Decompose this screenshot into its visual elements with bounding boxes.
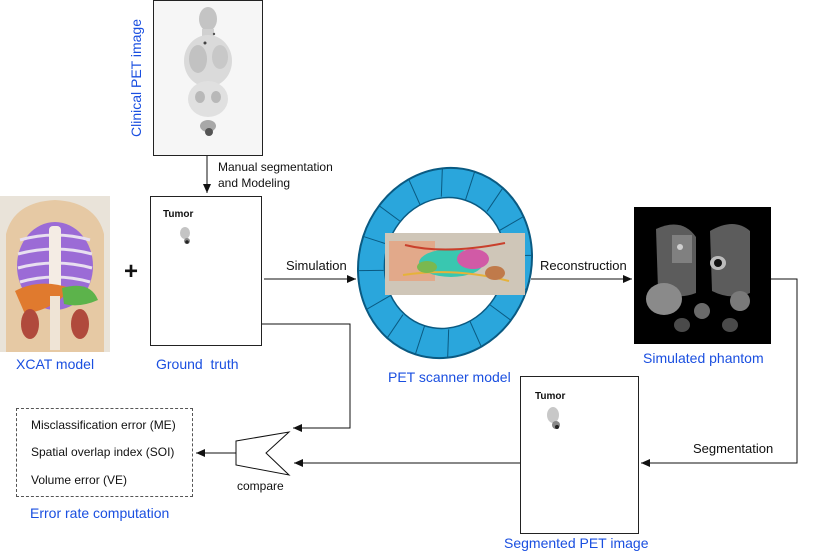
xcat-torso [0, 196, 110, 352]
compare-symbol [235, 431, 291, 476]
segmented-pet-label: Segmented PET image [504, 535, 649, 551]
error-metrics-box: Misclassification error (ME) Spatial ove… [16, 408, 193, 497]
pet-body-silhouette [184, 7, 232, 136]
ground-truth-label: Ground truth [156, 356, 239, 372]
xcat-model-image [0, 196, 110, 352]
metric-item-1: Spatial overlap index (SOI) [31, 445, 175, 459]
modeling-label: and Modeling [218, 176, 291, 190]
arrow-ground-to-compare [262, 323, 351, 432]
ground-truth-tumor-label: Tumor [163, 209, 194, 220]
manual-seg-label: Manual segmentation [218, 160, 333, 174]
simulated-phantom-image [634, 207, 771, 344]
ground-truth-box: Tumor [150, 196, 262, 346]
segmented-tumor-label: Tumor [535, 391, 566, 402]
phantom-slice [646, 224, 750, 332]
pet-scanner-model [356, 166, 534, 360]
error-rate-label: Error rate computation [30, 505, 170, 521]
segmented-pet-box: Tumor [520, 376, 639, 534]
scanner-patient [385, 233, 525, 295]
simulated-phantom-label: Simulated phantom [643, 350, 764, 366]
simulation-label: Simulation [286, 258, 347, 273]
ground-truth-tumor-shape [180, 227, 190, 244]
segmented-tumor-shape [547, 407, 560, 429]
clinical-pet-label: Clinical PET image [128, 18, 144, 138]
metric-item-2: Volume error (VE) [31, 473, 128, 487]
arrow-segmentation [641, 278, 798, 467]
metric-item-0: Misclassification error (ME) [31, 418, 176, 432]
pet-scanner-label: PET scanner model [388, 369, 511, 385]
xcat-model-label: XCAT model [16, 356, 95, 372]
plus-sign: + [124, 258, 139, 285]
compare-label: compare [237, 479, 284, 493]
clinical-pet-image [153, 0, 263, 156]
reconstruction-label: Reconstruction [540, 258, 627, 273]
segmentation-label: Segmentation [693, 441, 774, 456]
